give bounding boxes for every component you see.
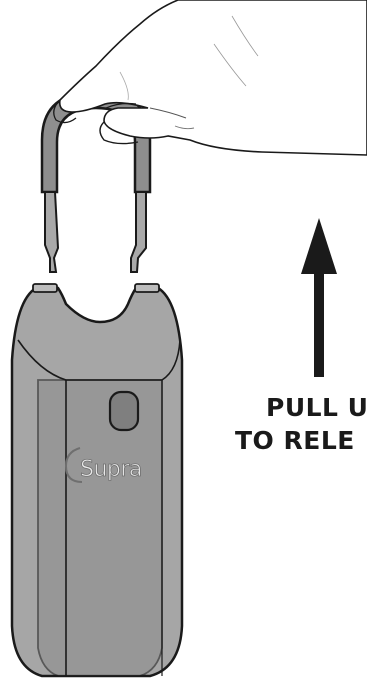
pull-up-arrow-icon xyxy=(301,218,337,377)
instruction-line-2: TO RELE xyxy=(235,426,355,455)
hand-illustration xyxy=(54,0,367,155)
brand-logo: Supra xyxy=(80,457,142,482)
instruction-line-1: PULL U xyxy=(266,393,367,422)
